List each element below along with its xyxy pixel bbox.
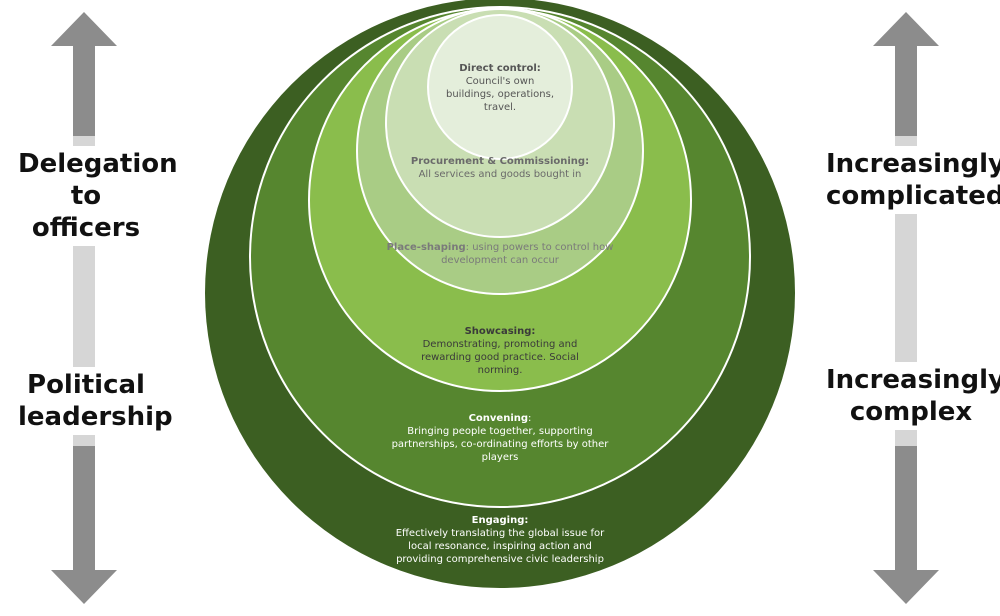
label-line: leadership	[18, 402, 173, 432]
ring-desc-line: providing comprehensive civic leadership	[396, 554, 604, 565]
text-place-shaping: Place-shaping: using powers to control h…	[370, 241, 630, 267]
ring-desc-line: development can occur	[441, 255, 559, 266]
ring-desc-line: local resonance, inspiring action and	[408, 541, 592, 552]
ring-desc-line: Council's own	[465, 76, 535, 87]
label-political-leadership: Political leadership	[14, 367, 173, 435]
ring-title-suffix: :	[528, 413, 532, 424]
right-arrow-head-up	[873, 12, 939, 46]
label-line: Political	[27, 370, 145, 400]
label-increasingly-complicated: Increasingly complicated	[822, 146, 1000, 214]
ring-desc-line: buildings, operations,	[445, 89, 555, 100]
ring-desc-line: All services and goods bought in	[418, 169, 582, 180]
label-line: to officers	[31, 181, 141, 243]
label-line: Increasingly	[826, 365, 1000, 395]
text-direct-control: Direct control: Council's own buildings,…	[420, 62, 580, 114]
label-line: complicated	[826, 181, 1000, 211]
left-arrow-shaft-bottom	[73, 446, 95, 570]
text-showcasing: Showcasing: Demonstrating, promoting and…	[390, 325, 610, 377]
right-arrow-shaft-bottom	[895, 446, 917, 570]
ring-desc-line: players	[481, 452, 519, 463]
left-arrow-shaft-top	[73, 46, 95, 136]
ring-title: Engaging:	[471, 515, 529, 526]
left-arrow-head-up	[51, 12, 117, 46]
ring-desc-line: Demonstrating, promoting and	[422, 339, 578, 350]
ring-title: Procurement & Commissioning:	[410, 156, 590, 167]
ring-desc-line: Bringing people together, supporting	[407, 426, 593, 437]
text-engaging: Engaging: Effectively translating the gl…	[370, 514, 630, 566]
text-procurement: Procurement & Commissioning: All service…	[380, 155, 620, 181]
right-arrow-head-down	[873, 570, 939, 604]
ring-desc-line: rewarding good practice. Social	[421, 352, 579, 363]
ring-first-line: Place-shaping: using powers to control h…	[370, 241, 630, 254]
ring-desc-line: partnerships, co-ordinating efforts by o…	[391, 439, 609, 450]
left-double-arrow	[51, 12, 117, 604]
label-line: Delegation	[18, 149, 178, 179]
ring-title: Direct control:	[459, 63, 541, 74]
ring-direct-control	[427, 14, 573, 160]
right-double-arrow	[873, 12, 939, 604]
ring-first-line: Convening:	[370, 412, 630, 425]
label-delegation-to-officers: Delegation to officers	[14, 146, 178, 246]
ring-title: Place-shaping	[386, 242, 466, 253]
ring-title: Convening	[468, 413, 529, 424]
right-arrow-shaft-top	[895, 46, 917, 136]
ring-desc-inline: : using powers to control how	[465, 242, 614, 253]
label-line: Increasingly	[826, 149, 1000, 179]
label-increasingly-complex: Increasingly complex	[822, 362, 1000, 430]
ring-title: Showcasing:	[464, 326, 536, 337]
text-convening: Convening: Bringing people together, sup…	[370, 412, 630, 464]
label-line: complex	[849, 397, 973, 427]
ring-desc-line: Effectively translating the global issue…	[395, 528, 605, 539]
ring-desc-line: norming.	[477, 365, 523, 376]
ring-desc-line: travel.	[483, 102, 517, 113]
left-arrow-head-down	[51, 570, 117, 604]
